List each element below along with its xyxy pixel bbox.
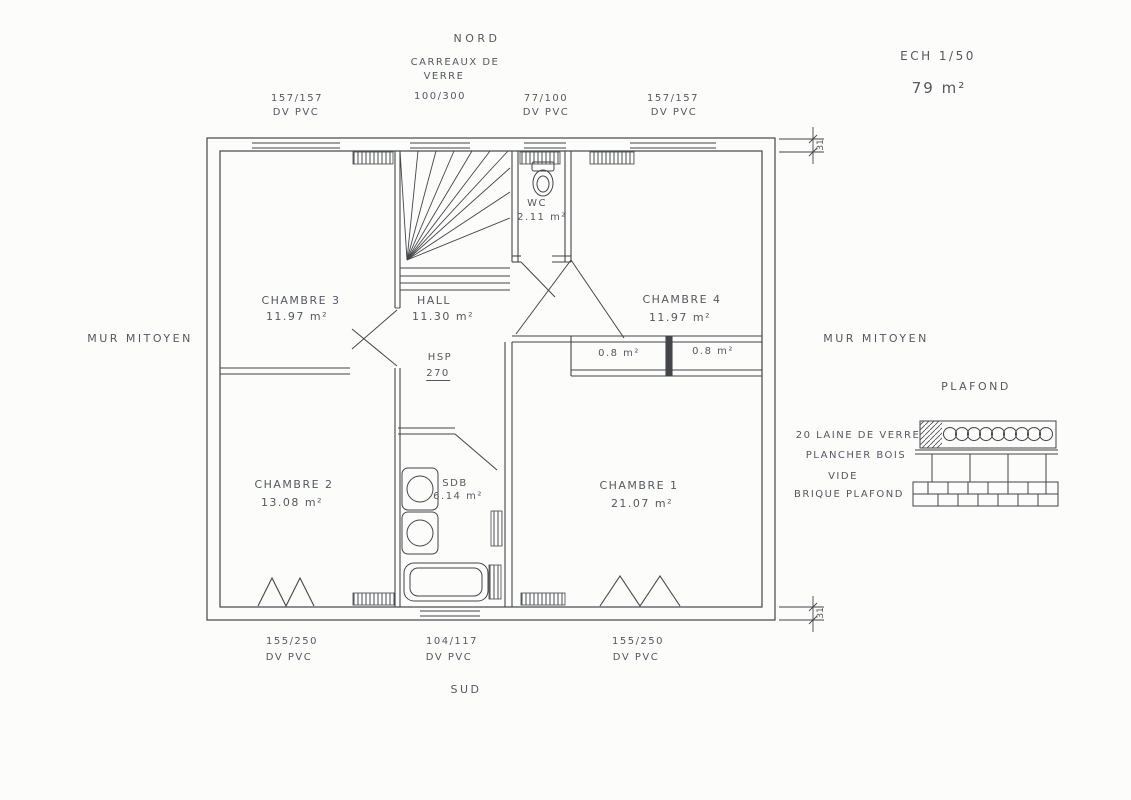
ceiling-height-label: HSP — [427, 352, 453, 363]
top-window-left-size: 157/157 — [270, 93, 324, 104]
wall-thickness-dim-bottom: 31 — [816, 607, 827, 619]
room-chambre4-name: CHAMBRE 4 — [642, 293, 722, 306]
hatch-strips — [352, 151, 635, 606]
glass-block-size: 100/300 — [413, 91, 467, 102]
closet-left-area: 0.8 m² — [598, 348, 640, 359]
bottom-window-left-type: DV PVC — [265, 652, 313, 663]
room-hall-area: 11.30 m² — [411, 310, 475, 323]
bottom-window-mid-size: 104/117 — [425, 636, 479, 647]
south-label: SUD — [450, 683, 482, 696]
closet-divider-pier — [666, 336, 672, 376]
room-chambre3-area: 11.97 m² — [265, 310, 329, 323]
ceiling-layer-insulation: 20 LAINE DE VERRE — [795, 430, 921, 441]
scale-label: ECH 1/50 — [900, 49, 976, 63]
room-chambre1-name: CHAMBRE 1 — [599, 479, 679, 492]
opening-chevrons — [257, 575, 681, 608]
ceiling-layer-void: VIDE — [828, 471, 858, 482]
glass-block-material-line1: CARREAUX DE — [410, 57, 500, 68]
party-wall-left-label: MUR MITOYEN — [87, 332, 193, 345]
ceiling-height-value: 270 — [426, 368, 450, 381]
outer-walls — [206, 137, 776, 621]
room-chambre2-area: 13.08 m² — [260, 496, 324, 509]
staircase — [395, 150, 511, 309]
closet-right-area: 0.8 m² — [692, 346, 734, 357]
bottom-window-mid-type: DV PVC — [425, 652, 473, 663]
toilet-fixture — [531, 161, 555, 197]
top-window-mid-size: 77/100 — [523, 93, 569, 104]
room-chambre4-area: 11.97 m² — [648, 311, 712, 324]
room-chambre2-name: CHAMBRE 2 — [254, 478, 334, 491]
window-glazing-lines — [252, 142, 716, 617]
party-wall-right-label: MUR MITOYEN — [823, 332, 929, 345]
room-wc-name: WC — [527, 198, 547, 209]
room-chambre3-name: CHAMBRE 3 — [261, 294, 341, 307]
ceiling-section-title: PLAFOND — [941, 380, 1011, 393]
ceiling-section-drawing — [912, 420, 1059, 507]
dimension-marks — [779, 127, 824, 632]
ceiling-layer-wood-floor: PLANCHER BOIS — [805, 450, 907, 461]
total-area-label: 79 m² — [911, 79, 967, 97]
top-window-right-type: DV PVC — [650, 107, 698, 118]
bathtub — [403, 562, 489, 602]
room-chambre1-area: 21.07 m² — [610, 497, 674, 510]
ceiling-layer-brick: BRIQUE PLAFOND — [794, 489, 904, 500]
north-label: NORD — [453, 32, 501, 45]
bottom-window-right-size: 155/250 — [611, 636, 665, 647]
bottom-window-right-type: DV PVC — [612, 652, 660, 663]
door-swings — [351, 259, 625, 471]
bathroom-fixtures — [401, 467, 489, 602]
top-window-left-type: DV PVC — [272, 107, 320, 118]
room-hall-name: HALL — [416, 294, 452, 307]
room-sdb-area: 6.14 m² — [433, 491, 483, 502]
glass-block-material-line2: VERRE — [423, 71, 465, 82]
wall-thickness-dim-top: 31 — [816, 139, 827, 151]
top-window-mid-type: DV PVC — [522, 107, 570, 118]
room-wc-area: 2.11 m² — [517, 212, 567, 223]
top-window-right-size: 157/157 — [646, 93, 700, 104]
room-sdb-name: SDB — [442, 478, 468, 489]
bottom-window-left-size: 155/250 — [265, 636, 319, 647]
